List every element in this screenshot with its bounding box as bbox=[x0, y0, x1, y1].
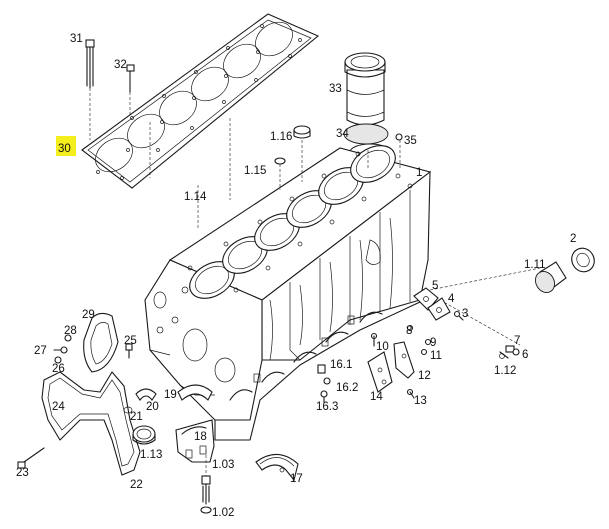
sensor-16 bbox=[317, 364, 331, 403]
label-26: 26 bbox=[52, 363, 65, 375]
block-bores bbox=[189, 145, 396, 299]
label-1-15: 1.15 bbox=[244, 165, 266, 177]
cap-2 bbox=[571, 247, 595, 273]
label-2: 2 bbox=[570, 233, 576, 245]
label-6: 6 bbox=[522, 349, 528, 361]
bolt-1-03-1-02 bbox=[200, 475, 212, 514]
rear-cover-gasket-29 bbox=[83, 312, 119, 373]
label-1-11: 1.11 bbox=[524, 259, 546, 271]
label-16-2: 16.2 bbox=[336, 382, 358, 394]
labels: 31 32 30 33 34 35 1.16 1.15 1 1.14 2 1.1… bbox=[16, 33, 576, 519]
label-1-14: 1.14 bbox=[184, 191, 207, 203]
small-part-35 bbox=[395, 133, 403, 141]
alignment-lines bbox=[149, 118, 541, 346]
label-29: 29 bbox=[82, 309, 95, 321]
label-1-03: 1.03 bbox=[212, 459, 234, 471]
label-12: 12 bbox=[418, 370, 431, 382]
label-1-02: 1.02 bbox=[212, 507, 234, 519]
bearing-shell-17 bbox=[255, 453, 299, 482]
label-1-16: 1.16 bbox=[270, 131, 292, 143]
deck-holes bbox=[187, 151, 413, 293]
main-bearing-cap-18 bbox=[175, 419, 215, 463]
label-18: 18 bbox=[194, 431, 207, 443]
label-34: 34 bbox=[336, 128, 349, 140]
bearing-19 bbox=[177, 384, 213, 401]
cover-plate-4 bbox=[427, 297, 451, 321]
gasket-holes bbox=[96, 24, 302, 180]
label-14: 14 bbox=[370, 391, 383, 403]
ring-21 bbox=[123, 406, 133, 414]
bolt-23 bbox=[17, 447, 45, 469]
label-9: 9 bbox=[430, 337, 436, 349]
label-24: 24 bbox=[52, 401, 65, 413]
label-35: 35 bbox=[404, 135, 417, 147]
label-30: 30 bbox=[58, 143, 71, 155]
engine-block bbox=[144, 145, 432, 441]
label-30-highlight bbox=[56, 136, 76, 156]
label-7: 7 bbox=[514, 335, 520, 347]
label-31: 31 bbox=[70, 33, 83, 45]
cylinder-liner bbox=[343, 52, 389, 145]
label-28: 28 bbox=[64, 325, 77, 337]
plug-1-16 bbox=[293, 125, 311, 139]
screws-8-9-10-11-13 bbox=[370, 324, 432, 399]
label-20: 20 bbox=[146, 401, 159, 413]
timing-gasket-24 bbox=[41, 371, 141, 476]
label-27: 27 bbox=[34, 345, 47, 357]
label-33: 33 bbox=[329, 83, 342, 95]
label-21: 21 bbox=[130, 411, 143, 423]
bracket-14 bbox=[367, 351, 393, 393]
label-16-3: 16.3 bbox=[316, 401, 338, 413]
head-bolt-31 bbox=[85, 39, 95, 89]
label-5: 5 bbox=[432, 280, 438, 292]
label-1-13: 1.13 bbox=[140, 449, 162, 461]
label-25: 25 bbox=[124, 335, 137, 347]
label-4: 4 bbox=[448, 293, 455, 305]
label-1-12: 1.12 bbox=[494, 365, 516, 377]
block-ribs bbox=[269, 190, 411, 361]
head-bolt-32 bbox=[126, 64, 135, 93]
label-32: 32 bbox=[114, 59, 127, 71]
bearing-1-13 bbox=[132, 425, 156, 445]
label-16-1: 16.1 bbox=[330, 359, 352, 371]
plug-1-11 bbox=[535, 261, 567, 293]
head-gasket bbox=[81, 13, 320, 189]
label-8: 8 bbox=[406, 325, 412, 337]
label-19: 19 bbox=[164, 389, 177, 401]
label-11: 11 bbox=[430, 350, 442, 362]
thrust-washer-20 bbox=[135, 388, 157, 401]
label-17: 17 bbox=[290, 473, 303, 485]
plug-1-15 bbox=[274, 157, 286, 165]
fitting-6-7 bbox=[499, 345, 520, 359]
label-22: 22 bbox=[130, 479, 143, 491]
block-lugs bbox=[253, 239, 381, 383]
screw-3 bbox=[453, 310, 464, 321]
label-23: 23 bbox=[16, 467, 29, 479]
bracket-12 bbox=[393, 341, 415, 379]
pin-25 bbox=[125, 343, 133, 359]
label-10: 10 bbox=[376, 341, 389, 353]
label-3: 3 bbox=[462, 308, 468, 320]
label-1: 1 bbox=[416, 167, 422, 179]
label-13: 13 bbox=[414, 395, 427, 407]
plugs-27-28-26 bbox=[53, 334, 72, 364]
